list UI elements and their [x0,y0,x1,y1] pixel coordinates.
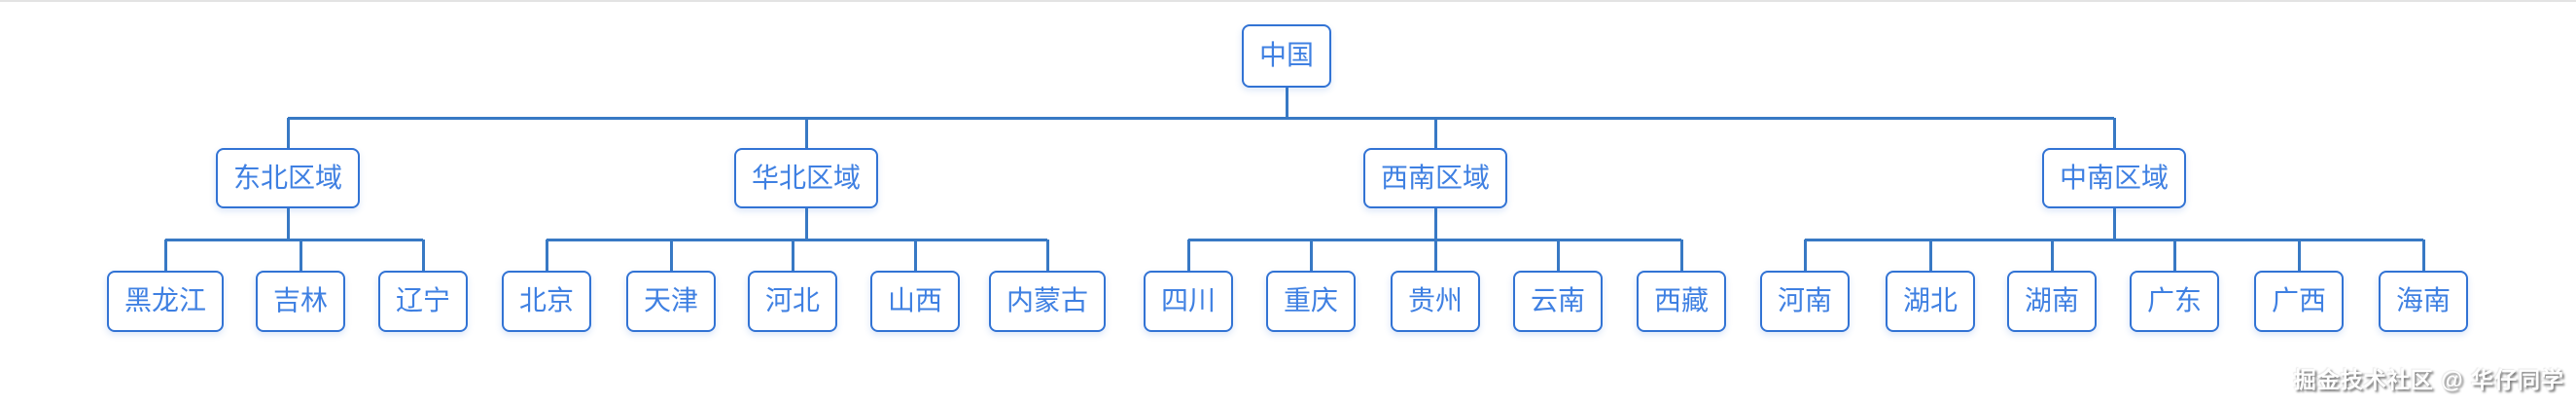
connector-line [286,118,290,148]
tree-node-province[interactable]: 辽宁 [377,271,469,332]
connector-line [1433,118,1437,148]
tree-node-province[interactable]: 天津 [625,271,717,332]
connector-line [2112,208,2116,240]
tree-node-region[interactable]: 东北区域 [215,148,361,208]
tree-node-province[interactable]: 河南 [1759,271,1851,332]
connector-line [286,208,290,240]
tree-node-province[interactable]: 重庆 [1265,271,1357,332]
tree-node-province[interactable]: 湖北 [1885,271,1976,332]
connector-line [2050,240,2054,271]
connector-line [163,240,167,271]
connector-line [2172,240,2176,271]
tree-node-province[interactable]: 广西 [2253,271,2345,332]
connector-line [791,240,794,271]
connector-line [2421,240,2425,271]
tree-node-province[interactable]: 贵州 [1390,271,1481,332]
connector-line [804,118,808,148]
connector-line [288,116,2114,120]
connector-line [1285,88,1288,118]
tree-node-province[interactable]: 湖南 [2006,271,2098,332]
tree-node-province[interactable]: 广东 [2129,271,2220,332]
tree-node-province[interactable]: 河北 [747,271,838,332]
tree-node-province[interactable]: 山西 [869,271,961,332]
tree-node-region[interactable]: 西南区域 [1362,148,1508,208]
connector-line [1186,240,1190,271]
tree-node-province[interactable]: 吉林 [255,271,346,332]
connector-line [421,240,425,271]
connector-line [1556,240,1560,271]
connector-line [1045,240,1049,271]
connector-line [804,208,808,240]
tree-node-province[interactable]: 四川 [1143,271,1234,332]
watermark: 掘金技术社区 @ 华仔同学 [2293,367,2564,392]
connector-line [2112,118,2116,148]
tree-node-province[interactable]: 海南 [2378,271,2469,332]
connector-line [1805,238,2423,241]
tree-node-province[interactable]: 西藏 [1636,271,1727,332]
connector-line [1679,240,1683,271]
tree-node-region[interactable]: 华北区域 [733,148,879,208]
connector-line [547,238,1047,241]
connector-line [1309,240,1313,271]
connector-line [913,240,917,271]
connector-line [1928,240,1932,271]
connector-line [299,240,302,271]
tree-node-province[interactable]: 黑龙江 [106,271,225,332]
tree-node-region[interactable]: 中南区域 [2041,148,2187,208]
connector-line [2297,240,2301,271]
connector-line [1433,208,1437,240]
tree-node-province[interactable]: 北京 [501,271,592,332]
connector-line [545,240,548,271]
tree-node-province[interactable]: 云南 [1512,271,1604,332]
connector-line [1433,240,1437,271]
tree-node-root[interactable]: 中国 [1241,24,1332,88]
connector-line [165,238,423,241]
connector-line [1803,240,1807,271]
connector-line [669,240,673,271]
tree-node-province[interactable]: 内蒙古 [988,271,1107,332]
